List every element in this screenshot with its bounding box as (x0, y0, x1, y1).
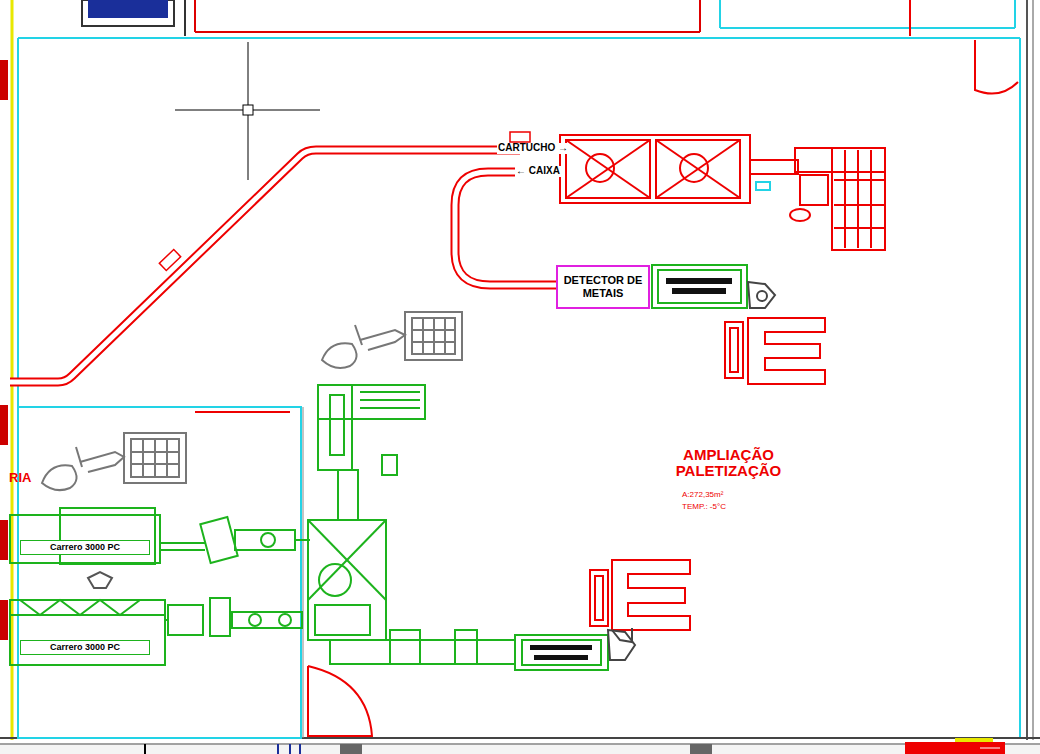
node-text: Carrero 3000 PC (50, 642, 120, 652)
pallet-station (590, 318, 825, 642)
machine-label-box: Carrero 3000 PC (20, 540, 150, 555)
green-production-line (10, 385, 635, 670)
tag-line (980, 748, 1000, 749)
direction-label: ← CAIXA (515, 166, 561, 177)
node-text: DETECTOR DE METAIS (563, 274, 643, 299)
metal-detector-box: DETECTOR DE METAIS (556, 265, 650, 309)
area-note: A:272,35m² (681, 491, 724, 499)
machine-label-box: Carrero 3000 PC (20, 640, 150, 655)
node-text: Carrero 3000 PC (50, 542, 120, 552)
cartoner-machine (560, 135, 885, 250)
room-name: RIA (8, 471, 32, 485)
direction-label: CARTUCHO → (497, 143, 569, 154)
robot-palletizer (42, 312, 462, 490)
area-title: AMPLIAÇÃO PALETIZAÇÃO (660, 447, 797, 479)
packing-machine (652, 265, 775, 308)
temperature-note: TEMP.: -5°C (681, 503, 727, 511)
conveyor (10, 132, 556, 382)
